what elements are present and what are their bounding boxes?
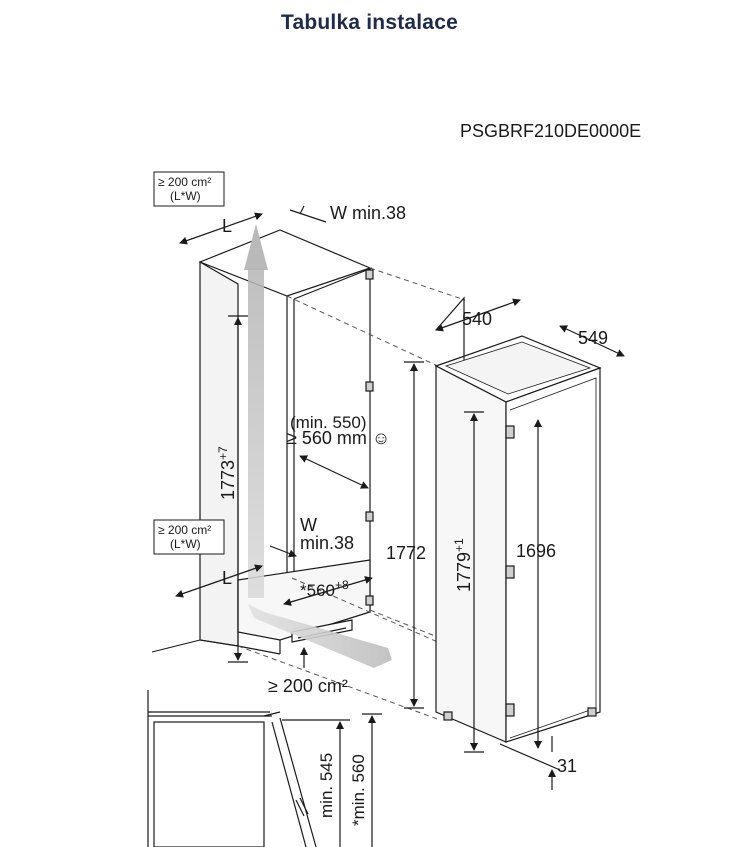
label-L-bottom: L bbox=[222, 568, 232, 588]
dimension-depth-560 bbox=[299, 455, 369, 489]
label-1696: 1696 bbox=[516, 541, 556, 561]
label-1779: 1779+1 bbox=[452, 538, 474, 592]
vent-top-box: ≥ 200 cm² (L*W) bbox=[153, 171, 225, 207]
page-title: Tabulka instalace bbox=[281, 11, 458, 34]
vent-top-line2: (L*W) bbox=[170, 189, 201, 203]
dimension-1772 bbox=[404, 361, 424, 709]
detail-section bbox=[147, 690, 317, 847]
dimension-1779 bbox=[464, 411, 484, 753]
dimension-L-bottom bbox=[175, 564, 263, 598]
dimension-niche-height bbox=[228, 315, 248, 663]
vent-mid-box: ≥ 200 cm² (L*W) bbox=[153, 519, 225, 555]
label-1772: 1772 bbox=[386, 543, 426, 563]
label-L-top: L bbox=[222, 216, 232, 236]
dimension-31 bbox=[499, 736, 561, 790]
dimension-540 bbox=[435, 298, 521, 332]
projection-lines bbox=[237, 267, 466, 721]
label-niche-height: 1773+7 bbox=[216, 446, 238, 500]
label-depth-560: ≥ 560 mm ☺ bbox=[287, 428, 390, 448]
label-540: 540 bbox=[462, 309, 492, 329]
label-31: 31 bbox=[557, 756, 577, 776]
airflow-up-arrow bbox=[244, 224, 268, 598]
vent-mid-line1: ≥ 200 cm² bbox=[158, 523, 211, 537]
dimension-niche-width bbox=[283, 576, 373, 606]
dimension-w-mid bbox=[269, 545, 297, 558]
label-549: 549 bbox=[578, 328, 608, 348]
label-min-545: min. 545 bbox=[317, 753, 336, 818]
label-w-mid-1: W bbox=[300, 515, 317, 535]
appliance bbox=[434, 296, 602, 743]
label-niche-width: *560+8 bbox=[300, 578, 349, 600]
label-vent-bottom: ≥ 200 cm² bbox=[268, 676, 348, 696]
label-w-mid-2: min.38 bbox=[300, 533, 354, 553]
vent-mid-line2: (L*W) bbox=[170, 537, 201, 551]
vent-top-line1: ≥ 200 cm² bbox=[158, 175, 211, 189]
label-w-min-top: W min.38 bbox=[330, 203, 406, 223]
dimension-min-560 bbox=[362, 713, 382, 847]
label-min-560: *min. 560 bbox=[349, 754, 368, 826]
airflow-in-arrow bbox=[248, 604, 392, 668]
dimension-L-top bbox=[179, 212, 263, 245]
label-min-550: (min. 550) bbox=[290, 413, 367, 432]
model-code: PSGBRF210DE0000E bbox=[460, 121, 641, 141]
dimension-min-545 bbox=[282, 719, 350, 847]
dimension-549 bbox=[559, 325, 625, 357]
dimension-w-top bbox=[289, 205, 327, 223]
